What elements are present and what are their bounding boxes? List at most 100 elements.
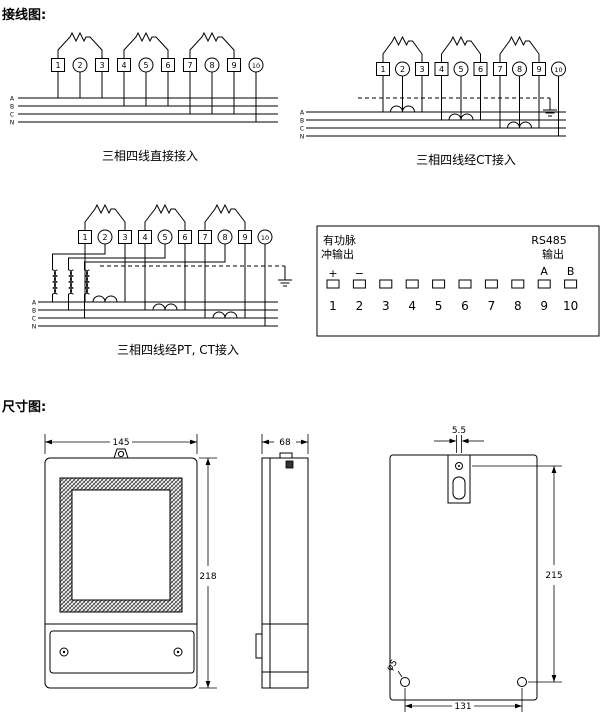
- phase-label-n: N: [32, 324, 37, 331]
- wiring-lines: [57, 72, 257, 122]
- ct-coil: [92, 295, 238, 319]
- front-width-value: 145: [112, 438, 129, 448]
- width-dimension: 145: [44, 434, 198, 454]
- load-line: [84, 203, 246, 230]
- wiring-section-title: 接线图:: [2, 8, 47, 23]
- terminal-box: [51, 58, 65, 72]
- terminal-box: [434, 62, 449, 76]
- phase-label-b: B: [10, 104, 14, 111]
- terminal-box: [238, 230, 252, 244]
- terminal-circle: [248, 57, 264, 73]
- terminal-circle: [97, 229, 113, 245]
- phase-label-a: A: [300, 110, 305, 117]
- pulse-output-label-line2: 冲输出: [321, 247, 354, 261]
- phase-bus-lines: [38, 301, 278, 327]
- minus-label: −: [355, 267, 364, 280]
- terminal-box: [376, 62, 390, 76]
- terminal-number: 6: [165, 61, 170, 70]
- pulse-output-label-line1: 有功脉: [323, 233, 356, 247]
- terminal-number: 5: [143, 61, 148, 70]
- side-terminal-lug: [255, 633, 263, 659]
- terminal-box: [118, 230, 132, 244]
- terminal-circle: [551, 61, 566, 77]
- rs485-label-line2: 输出: [542, 247, 564, 261]
- rs485-b-label: B: [567, 265, 575, 278]
- block-terminal-number: 2: [356, 299, 364, 313]
- terminal-box: [138, 230, 152, 244]
- terminal-number: 8: [222, 233, 227, 242]
- terminal-number: 10: [252, 62, 260, 70]
- phase-labels: A B C N: [32, 300, 37, 331]
- ct-coil: [390, 105, 532, 129]
- block-terminal: [484, 279, 498, 289]
- slot-width-dimension: 5.5: [434, 426, 484, 453]
- phase-bus-lines: [18, 97, 278, 123]
- block-terminal-number: 9: [540, 299, 548, 313]
- block-terminal: [511, 279, 525, 289]
- phase-label-n: N: [300, 134, 305, 141]
- terminal-number: 3: [122, 233, 127, 242]
- terminal-number: 3: [99, 61, 104, 70]
- terminal-number: 3: [419, 65, 424, 74]
- diagram2-caption: 三相四线经CT接入: [416, 152, 516, 167]
- pt-coil: [52, 269, 90, 295]
- block-terminal: [564, 279, 578, 289]
- side-view-drawing: 68: [255, 434, 309, 689]
- terminal-number: 9: [231, 61, 236, 70]
- cover-screw-right: [173, 647, 183, 657]
- terminal-number: 4: [121, 61, 126, 70]
- mounting-hole-left: [400, 677, 410, 687]
- phase-label-a: A: [32, 300, 37, 307]
- block-terminal: [432, 279, 446, 289]
- terminal-number: 7: [497, 65, 502, 74]
- terminal-box: [95, 58, 109, 72]
- terminal-number: 4: [439, 65, 444, 74]
- diagram1-caption: 三相四线直接接入: [102, 148, 198, 163]
- block-terminal-number: 6: [461, 299, 469, 313]
- terminal-number: 9: [536, 65, 541, 74]
- phase-label-c: C: [10, 112, 14, 119]
- cover-screw-left: [59, 647, 69, 657]
- terminal-box: [227, 58, 241, 72]
- terminal-circle: [257, 229, 273, 245]
- back-height-dimension: 215: [472, 465, 563, 683]
- terminal-number: 9: [242, 233, 247, 242]
- terminal-number: 8: [517, 65, 522, 74]
- phase-label-a: A: [10, 96, 15, 103]
- terminal-box: [493, 62, 507, 76]
- terminal-number: 5: [162, 233, 167, 242]
- depth-dimension: 68: [261, 434, 309, 454]
- block-terminal-number: 10: [563, 299, 578, 313]
- phase-label-c: C: [300, 126, 304, 133]
- phase-label-b: B: [32, 308, 36, 315]
- block-terminal-number: 5: [435, 299, 443, 313]
- terminal-box: [183, 58, 197, 72]
- ground-icon: [278, 266, 292, 287]
- terminal-circle: [512, 61, 527, 77]
- phase-label-b: B: [300, 118, 304, 125]
- load-line: [382, 35, 540, 62]
- load-line: [57, 31, 235, 58]
- dimension-section-title: 尺寸图:: [2, 400, 47, 415]
- block-terminal-number: 7: [488, 299, 496, 313]
- terminal-number: 1: [55, 61, 60, 70]
- terminal-circle: [453, 61, 469, 77]
- side-width-value: 68: [279, 438, 291, 448]
- terminal-box: [161, 58, 175, 72]
- terminal-box: [532, 62, 546, 76]
- block-terminal: [379, 279, 393, 289]
- terminal-box: [415, 62, 429, 76]
- terminal-number: 2: [102, 233, 107, 242]
- phase-label-c: C: [32, 316, 36, 323]
- display-window: [71, 489, 171, 601]
- terminal-number: 7: [202, 233, 207, 242]
- plus-label: +: [328, 267, 337, 280]
- terminal-number: 7: [187, 61, 192, 70]
- front-view-drawing: 145 218: [44, 434, 217, 689]
- phase-labels: A B C N: [300, 110, 305, 141]
- block-terminal: [458, 279, 472, 289]
- terminal-box: [117, 58, 131, 72]
